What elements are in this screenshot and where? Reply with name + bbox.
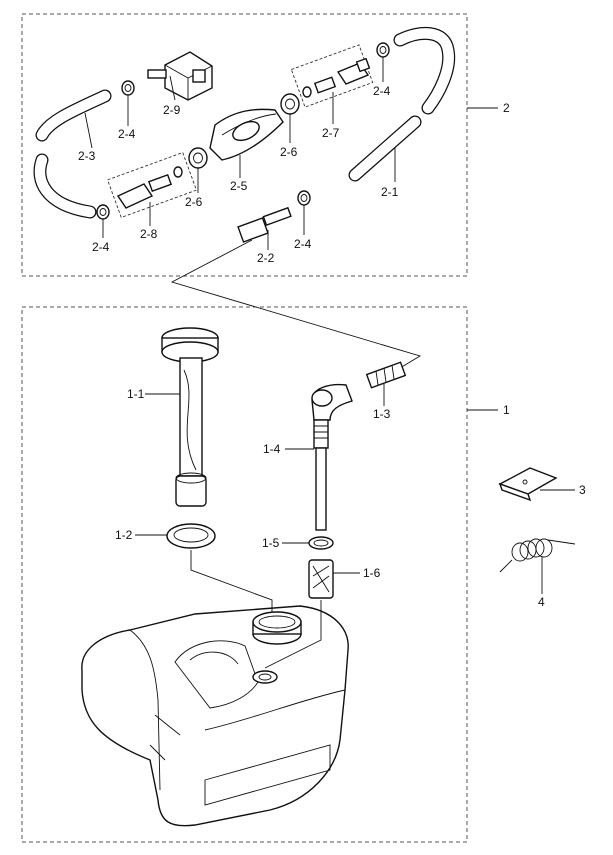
valve-group-2-7 — [302, 57, 371, 98]
collar-2-6-left — [188, 147, 208, 169]
label-2-7: 2-7 — [322, 126, 340, 140]
hose-upper-right — [393, 26, 456, 115]
part-2-9-connector — [147, 51, 213, 101]
label-1-4: 1-4 — [263, 442, 281, 456]
leader-o-ring-to-neck — [190, 550, 273, 612]
ring-1-5 — [308, 536, 334, 550]
filter-1-6 — [308, 559, 334, 599]
clamp-2-4-bottom-left — [96, 204, 110, 220]
clamp-2-4-top-right — [376, 42, 390, 58]
label-3: 3 — [579, 483, 586, 497]
connector-leader — [170, 239, 422, 369]
label-4: 4 — [538, 595, 545, 609]
leader-filter-to-port — [264, 600, 322, 669]
clamp-2-4-middle — [297, 190, 311, 206]
hose-2-3 — [33, 89, 112, 219]
label-2-4-bottom-left: 2-4 — [92, 240, 110, 254]
connector-2-2 — [237, 206, 292, 243]
label-2-8: 2-8 — [140, 227, 158, 241]
collar-2-6-right — [280, 93, 300, 115]
label-1-1: 1-1 — [127, 387, 145, 401]
label-1-3: 1-3 — [373, 407, 391, 421]
hose-2-1 — [348, 115, 422, 182]
label-1: 1 — [503, 403, 510, 417]
valve-group-2-8-outline — [106, 151, 198, 219]
label-2-2: 2-2 — [257, 251, 275, 265]
fuel-tank — [81, 605, 349, 827]
primer-bulb-2-5 — [209, 108, 284, 161]
label-2-9: 2-9 — [163, 103, 181, 117]
label-1-6: 1-6 — [363, 566, 381, 580]
label-1-5: 1-5 — [262, 536, 280, 550]
clamp-2-4-top-left — [121, 80, 135, 96]
label-2-4-top-right: 2-4 — [373, 84, 391, 98]
fuel-gauge-1-1 — [161, 327, 219, 507]
label-2-6-right: 2-6 — [280, 145, 298, 159]
valve-group-2-8 — [116, 166, 183, 209]
clip-3 — [498, 467, 558, 502]
label-2-4-top-left: 2-4 — [118, 127, 136, 141]
label-2: 2 — [503, 101, 510, 115]
label-2-6-left: 2-6 — [185, 195, 203, 209]
label-2-3: 2-3 — [78, 149, 96, 163]
fuel-hose-assembly-box — [21, 13, 468, 277]
label-1-2: 1-2 — [115, 528, 133, 542]
pickup-tube-1-4 — [311, 383, 353, 531]
spring-4 — [499, 538, 576, 573]
fitting-1-3 — [365, 361, 407, 389]
label-2-4-middle: 2-4 — [294, 237, 312, 251]
leader-lines — [84, 57, 575, 594]
label-2-5: 2-5 — [230, 179, 248, 193]
label-2-1: 2-1 — [381, 185, 399, 199]
o-ring-1-2 — [166, 523, 216, 549]
